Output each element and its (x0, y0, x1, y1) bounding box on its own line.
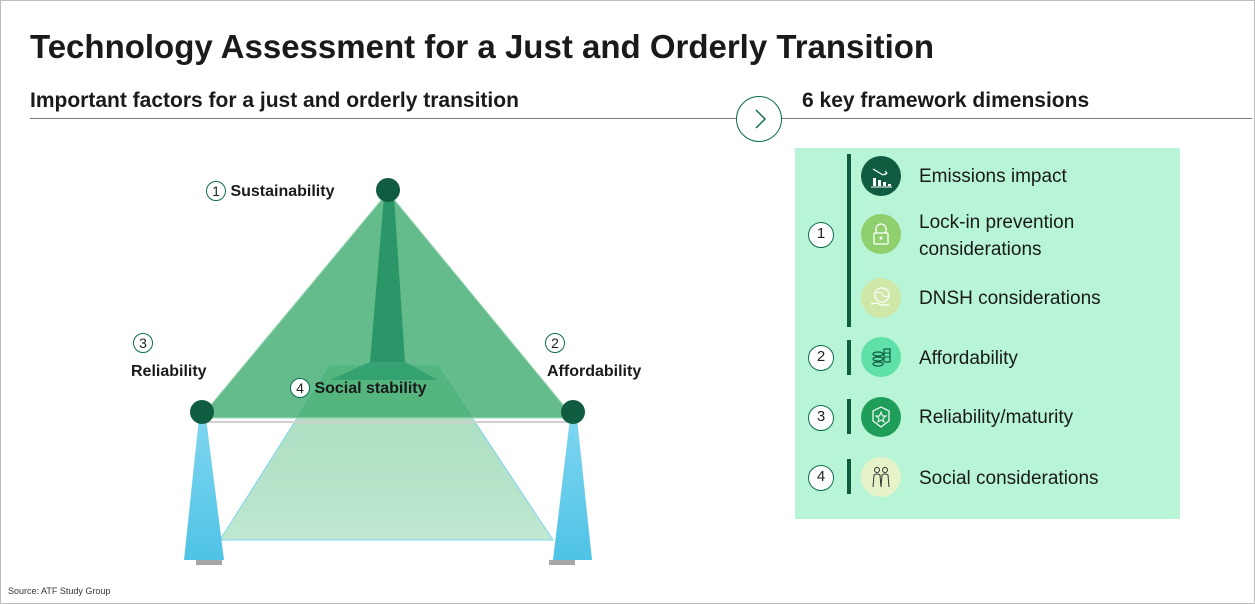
dimension-dnsh: DNSH considerations (919, 288, 1101, 309)
group-number-3: 3 (808, 405, 834, 431)
dimension-reliability-maturity: Reliability/maturity (919, 407, 1074, 428)
dimensions-panel: 1 2 3 4 (795, 148, 1180, 519)
group-number-1: 1 (808, 222, 834, 248)
group-3-bar (847, 399, 851, 434)
reliability-node (190, 400, 214, 424)
number-badge: 3 (133, 333, 153, 353)
reliability-pillar (184, 418, 224, 560)
page-title: Technology Assessment for a Just and Ord… (30, 28, 935, 65)
group-number-2: 2 (808, 345, 834, 371)
vertex-number-affordability: 2 (545, 333, 565, 353)
source-note: Source: ATF Study Group (8, 586, 111, 596)
group-2-bar (847, 340, 851, 375)
left-section-heading: Important factors for a just and orderly… (30, 89, 519, 112)
lock-icon (861, 214, 901, 254)
dimension-lock-in-line1: Lock-in prevention (919, 212, 1075, 233)
vertex-label-social-stability: 4 Social stability (290, 378, 427, 398)
vertex-label-reliability: Reliability (131, 363, 207, 380)
affordability-pillar (553, 418, 592, 560)
right-section-heading: 6 key framework dimensions (802, 89, 1090, 112)
emissions-chart-icon (861, 156, 901, 196)
group-4-bar (847, 459, 851, 494)
globe-hand-icon (861, 278, 901, 318)
dimension-emissions-impact: Emissions impact (919, 166, 1067, 187)
dimension-social-considerations: Social considerations (919, 468, 1099, 489)
vertex-label-affordability: Affordability (547, 363, 642, 380)
transition-diagram (184, 178, 592, 565)
number-badge: 2 (545, 333, 565, 353)
number-badge: 1 (206, 181, 226, 201)
triangle-outline (198, 191, 576, 419)
central-spike (370, 196, 405, 362)
dimension-affordability: Affordability (919, 348, 1018, 369)
chevron-right-icon (755, 109, 767, 129)
pillar-shadow-left (196, 560, 222, 565)
vertex-number-reliability: 3 (133, 333, 153, 353)
vertex-text: Sustainability (230, 183, 335, 200)
vertex-label-sustainability: 1 Sustainability (206, 181, 334, 201)
dimension-lock-in-line2: considerations (919, 239, 1042, 260)
group-1-bar (847, 154, 851, 327)
badge-star-icon (861, 397, 901, 437)
group-number-4: 4 (808, 465, 834, 491)
number-badge: 4 (290, 378, 310, 398)
affordability-node (561, 400, 585, 424)
sustainability-node (376, 178, 400, 202)
coins-icon (861, 337, 901, 377)
people-icon (861, 457, 901, 497)
vertex-text: Social stability (314, 380, 427, 397)
pillar-shadow-right (549, 560, 575, 565)
central-spike-base (330, 362, 438, 380)
heading-divider (30, 118, 1252, 119)
next-arrow-button[interactable] (736, 96, 782, 142)
